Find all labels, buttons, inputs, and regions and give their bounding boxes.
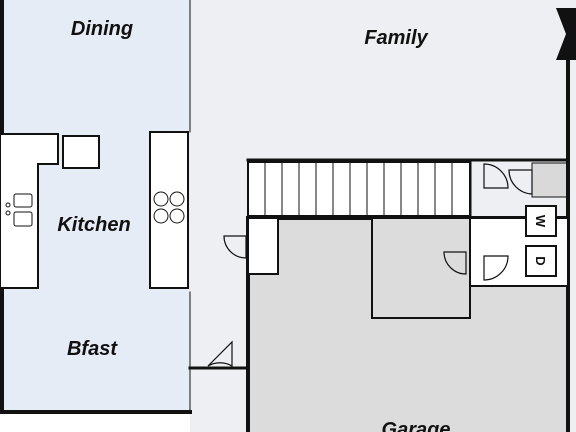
kitchen-counters	[0, 131, 189, 289]
washer: W	[525, 205, 557, 237]
water-heater	[531, 162, 569, 198]
storage-room	[371, 217, 471, 319]
hall-floor	[190, 368, 248, 432]
closet	[247, 217, 279, 275]
room-label-garage: Garage	[382, 419, 451, 432]
room-label-bfast: Bfast	[67, 338, 118, 360]
room-label-kitchen: Kitchen	[57, 214, 130, 236]
dishwasher	[62, 135, 100, 169]
kitchen-sink	[5, 193, 33, 227]
room-label-dining: Dining	[71, 18, 133, 40]
doors	[207, 163, 533, 368]
svg-text:D: D	[533, 256, 548, 265]
cooktop	[153, 191, 185, 224]
fireplace	[556, 8, 576, 60]
room-label-family: Family	[364, 27, 428, 49]
svg-text:W: W	[533, 215, 548, 228]
stairs	[247, 161, 471, 217]
dryer: D	[525, 245, 557, 277]
